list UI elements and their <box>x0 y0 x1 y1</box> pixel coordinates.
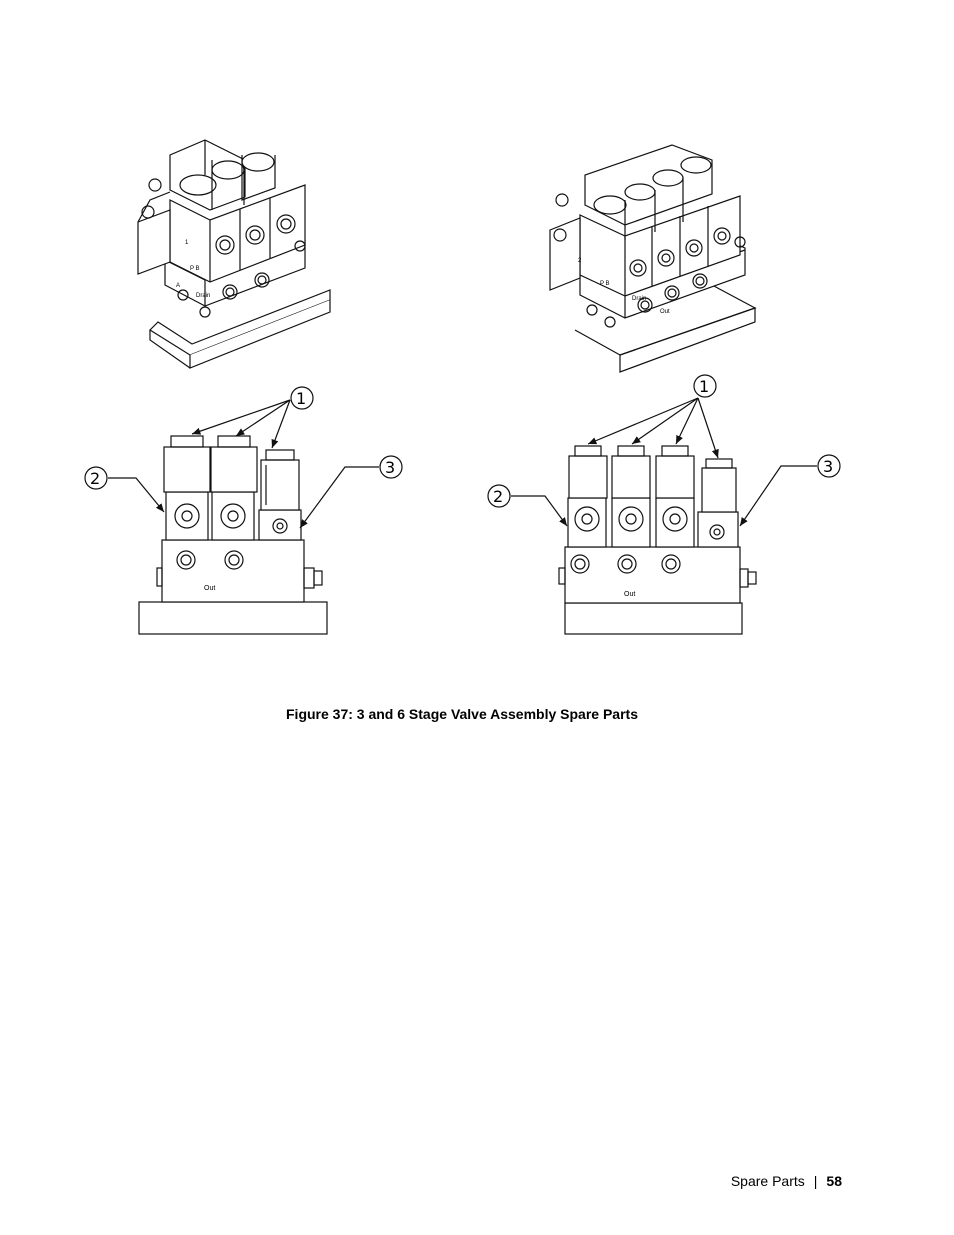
left-callout-2-text: 2 <box>90 469 100 488</box>
right-front-out-label: Out <box>624 591 635 598</box>
left-callout-3-leader <box>299 466 379 529</box>
right-callout-1-text: 1 <box>699 377 709 396</box>
figure-caption: Figure 37: 3 and 6 Stage Valve Assembly … <box>286 706 638 722</box>
right-callout-3-leader <box>739 465 817 527</box>
left-callout-1 <box>290 386 314 410</box>
right-isometric-view <box>549 144 757 373</box>
footer-separator: | <box>813 1173 818 1189</box>
right-iso-label-pb: P B <box>600 281 610 287</box>
right-front-view <box>558 445 757 635</box>
left-iso-label-pb: P B <box>190 266 200 272</box>
right-callout-1 <box>693 374 717 398</box>
right-callout-3-text: 3 <box>823 457 833 476</box>
right-callout-1-leaders <box>587 397 719 459</box>
footer-section-title: Spare Parts <box>730 1173 805 1189</box>
left-callout-1-leaders <box>191 399 291 449</box>
right-callout-2-text: 2 <box>493 487 503 506</box>
right-iso-label-drain: Drain <box>632 296 646 302</box>
right-callout-2 <box>487 484 511 508</box>
left-iso-label-a: A <box>176 283 180 289</box>
page-footer: Spare Parts | 58 <box>731 1173 842 1189</box>
left-isometric-view <box>137 139 331 369</box>
left-callout-2 <box>84 466 108 490</box>
left-callout-3 <box>379 455 403 479</box>
right-callout-2-leader <box>511 495 568 527</box>
left-callout-1-text: 1 <box>296 389 306 408</box>
page-number: 58 <box>826 1173 842 1189</box>
left-iso-label-1: 1 <box>185 240 189 246</box>
left-callout-3-text: 3 <box>385 458 395 477</box>
right-callout-3 <box>817 454 841 478</box>
right-iso-label-2: 2 <box>578 258 582 264</box>
left-front-view <box>138 435 328 635</box>
left-front-out-label: Out <box>204 585 215 592</box>
valve-assembly-figure: Drain P B 1 A Out Drain P B 2 <box>84 139 841 635</box>
left-callout-2-leader <box>108 477 165 513</box>
right-iso-label-out: Out <box>660 309 670 315</box>
left-iso-label-drain: Drain <box>196 293 210 299</box>
